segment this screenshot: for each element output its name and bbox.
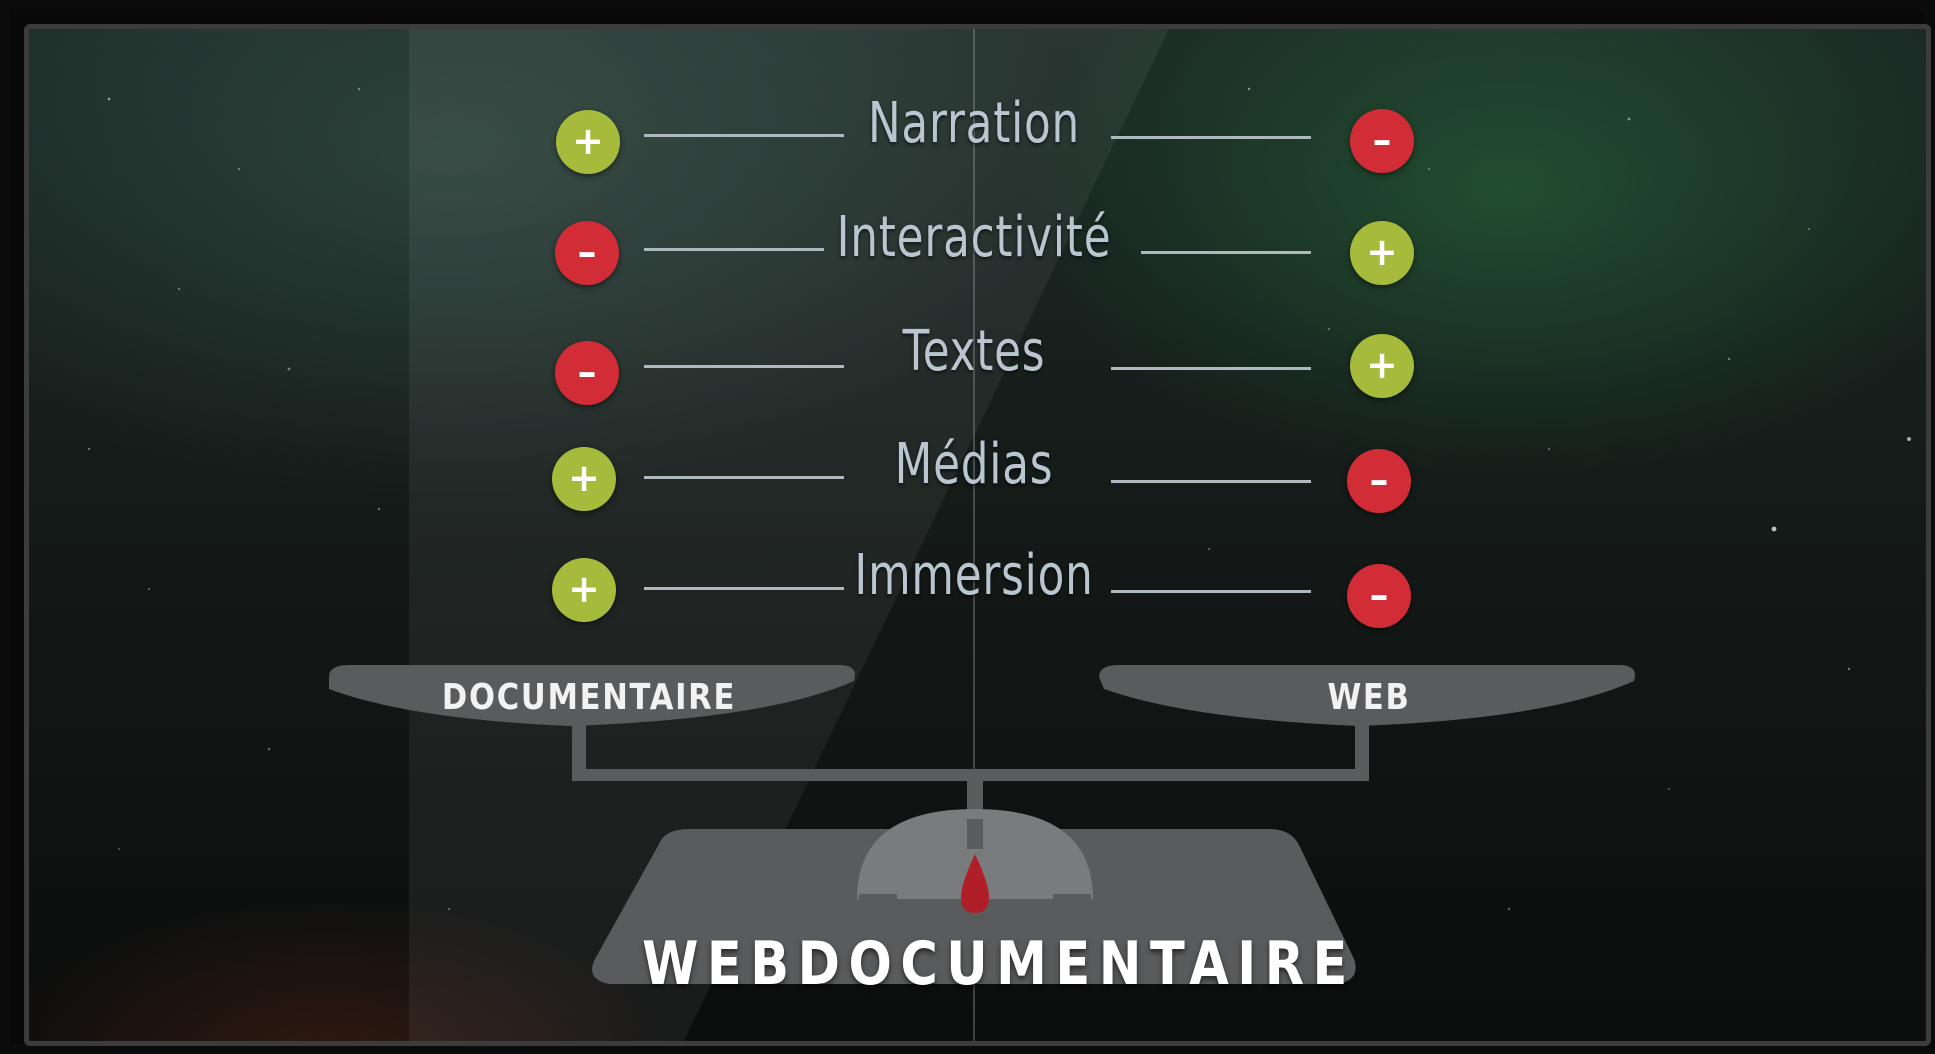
connector-line [644,248,824,251]
criterion-label: Médias [894,432,1054,497]
right-plus-badge[interactable]: + [1350,221,1414,285]
left-pan-label: DOCUMENTAIRE [441,677,737,718]
left-minus-badge[interactable]: – [555,221,619,285]
criterion-label: Immersion [854,543,1094,608]
right-pan [1099,665,1635,726]
connector-line [644,476,844,479]
balance-scale [329,665,1635,984]
base-title: WEBDOCUMENTAIRE [642,929,1356,999]
left-plus-badge[interactable]: + [552,558,616,622]
right-minus-badge[interactable]: – [1347,449,1411,513]
connector-line [1111,136,1311,139]
dial-tick-right [1053,894,1091,902]
right-minus-badge[interactable]: – [1347,564,1411,628]
connector-line [644,365,844,368]
left-hanger [572,725,586,780]
connector-line [1111,367,1311,370]
right-hanger [1355,725,1369,780]
left-pan [329,665,855,726]
criterion-label: Interactivité [836,205,1112,270]
connector-line [644,587,844,590]
connector-line [1111,590,1311,593]
scale-beam [572,769,1369,781]
dial-pointer-stem [967,819,983,849]
criterion-label: Textes [902,319,1046,384]
criterion-label: Narration [867,91,1081,156]
right-pan-label: WEB [1327,677,1411,718]
connector-line [1111,480,1311,483]
left-plus-badge[interactable]: + [556,110,620,174]
right-plus-badge[interactable]: + [1350,334,1414,398]
connector-line [644,134,844,137]
left-minus-badge[interactable]: – [555,341,619,405]
connector-line [1141,251,1311,254]
scale-needle [961,854,989,913]
dial-tick-left [859,894,897,902]
starfield [88,87,1911,911]
webdoc-scale-screen: + Narration – – Interactivité + – Textes… [24,24,1931,1046]
left-plus-badge[interactable]: + [552,447,616,511]
center-guide-line [973,29,975,1041]
right-minus-badge[interactable]: – [1350,109,1414,173]
